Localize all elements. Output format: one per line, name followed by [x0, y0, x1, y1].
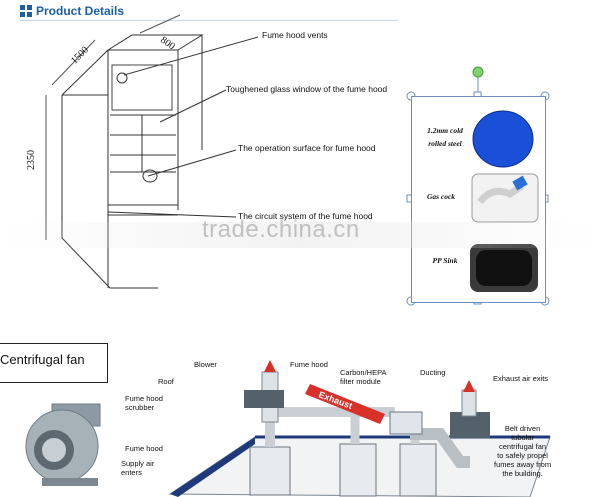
centrifugal-fan-image — [25, 403, 101, 486]
exhaust-system-diagram: Exhaust — [168, 360, 551, 497]
material-steel-label: 1.2mm cold rolled steel — [427, 126, 463, 148]
label-ducting: Ducting — [420, 368, 446, 377]
label-fume-hood-top: Fume hood — [290, 360, 328, 369]
dimension-height: 2350 — [26, 150, 37, 170]
label-belt-fan: Belt driven tubular centrifugal fan to s… — [494, 424, 552, 478]
material-gas-cock-label: Gas cock — [426, 192, 456, 201]
page-title: Product Details — [36, 4, 125, 18]
callout-circuit-system: The circuit system of the fume hood — [238, 211, 373, 221]
label-roof: Roof — [158, 377, 174, 386]
watermark-band — [0, 222, 600, 248]
callout-vents: Fume hood vents — [262, 30, 328, 40]
label-scrubber: Fume hood scrubber — [125, 394, 163, 412]
header-divider — [20, 20, 398, 21]
grid-icon — [20, 5, 32, 17]
steel-swatch — [472, 110, 534, 168]
label-fume-hood-left: Fume hood — [125, 444, 163, 453]
label-blower: Blower — [194, 360, 217, 369]
centrifugal-fan-label: Centrifugal fan — [0, 352, 85, 367]
label-exhaust-exits: Exhaust air exits — [493, 374, 549, 383]
callout-operation-surface: The operation surface for fume hood — [238, 143, 376, 153]
label-supply-air: Supply air enters — [121, 459, 155, 477]
watermark: trade.china.cn — [202, 216, 360, 243]
material-pp-sink-label: PP Sink — [432, 256, 458, 265]
label-filter-module: Carbon/HEPA filter module — [340, 368, 387, 386]
pp-sink-image — [470, 244, 538, 292]
centrifugal-fan-box — [0, 343, 108, 383]
gas-cock-image — [471, 173, 539, 223]
callout-glass-window: Toughened glass window of the fume hood — [226, 84, 388, 94]
